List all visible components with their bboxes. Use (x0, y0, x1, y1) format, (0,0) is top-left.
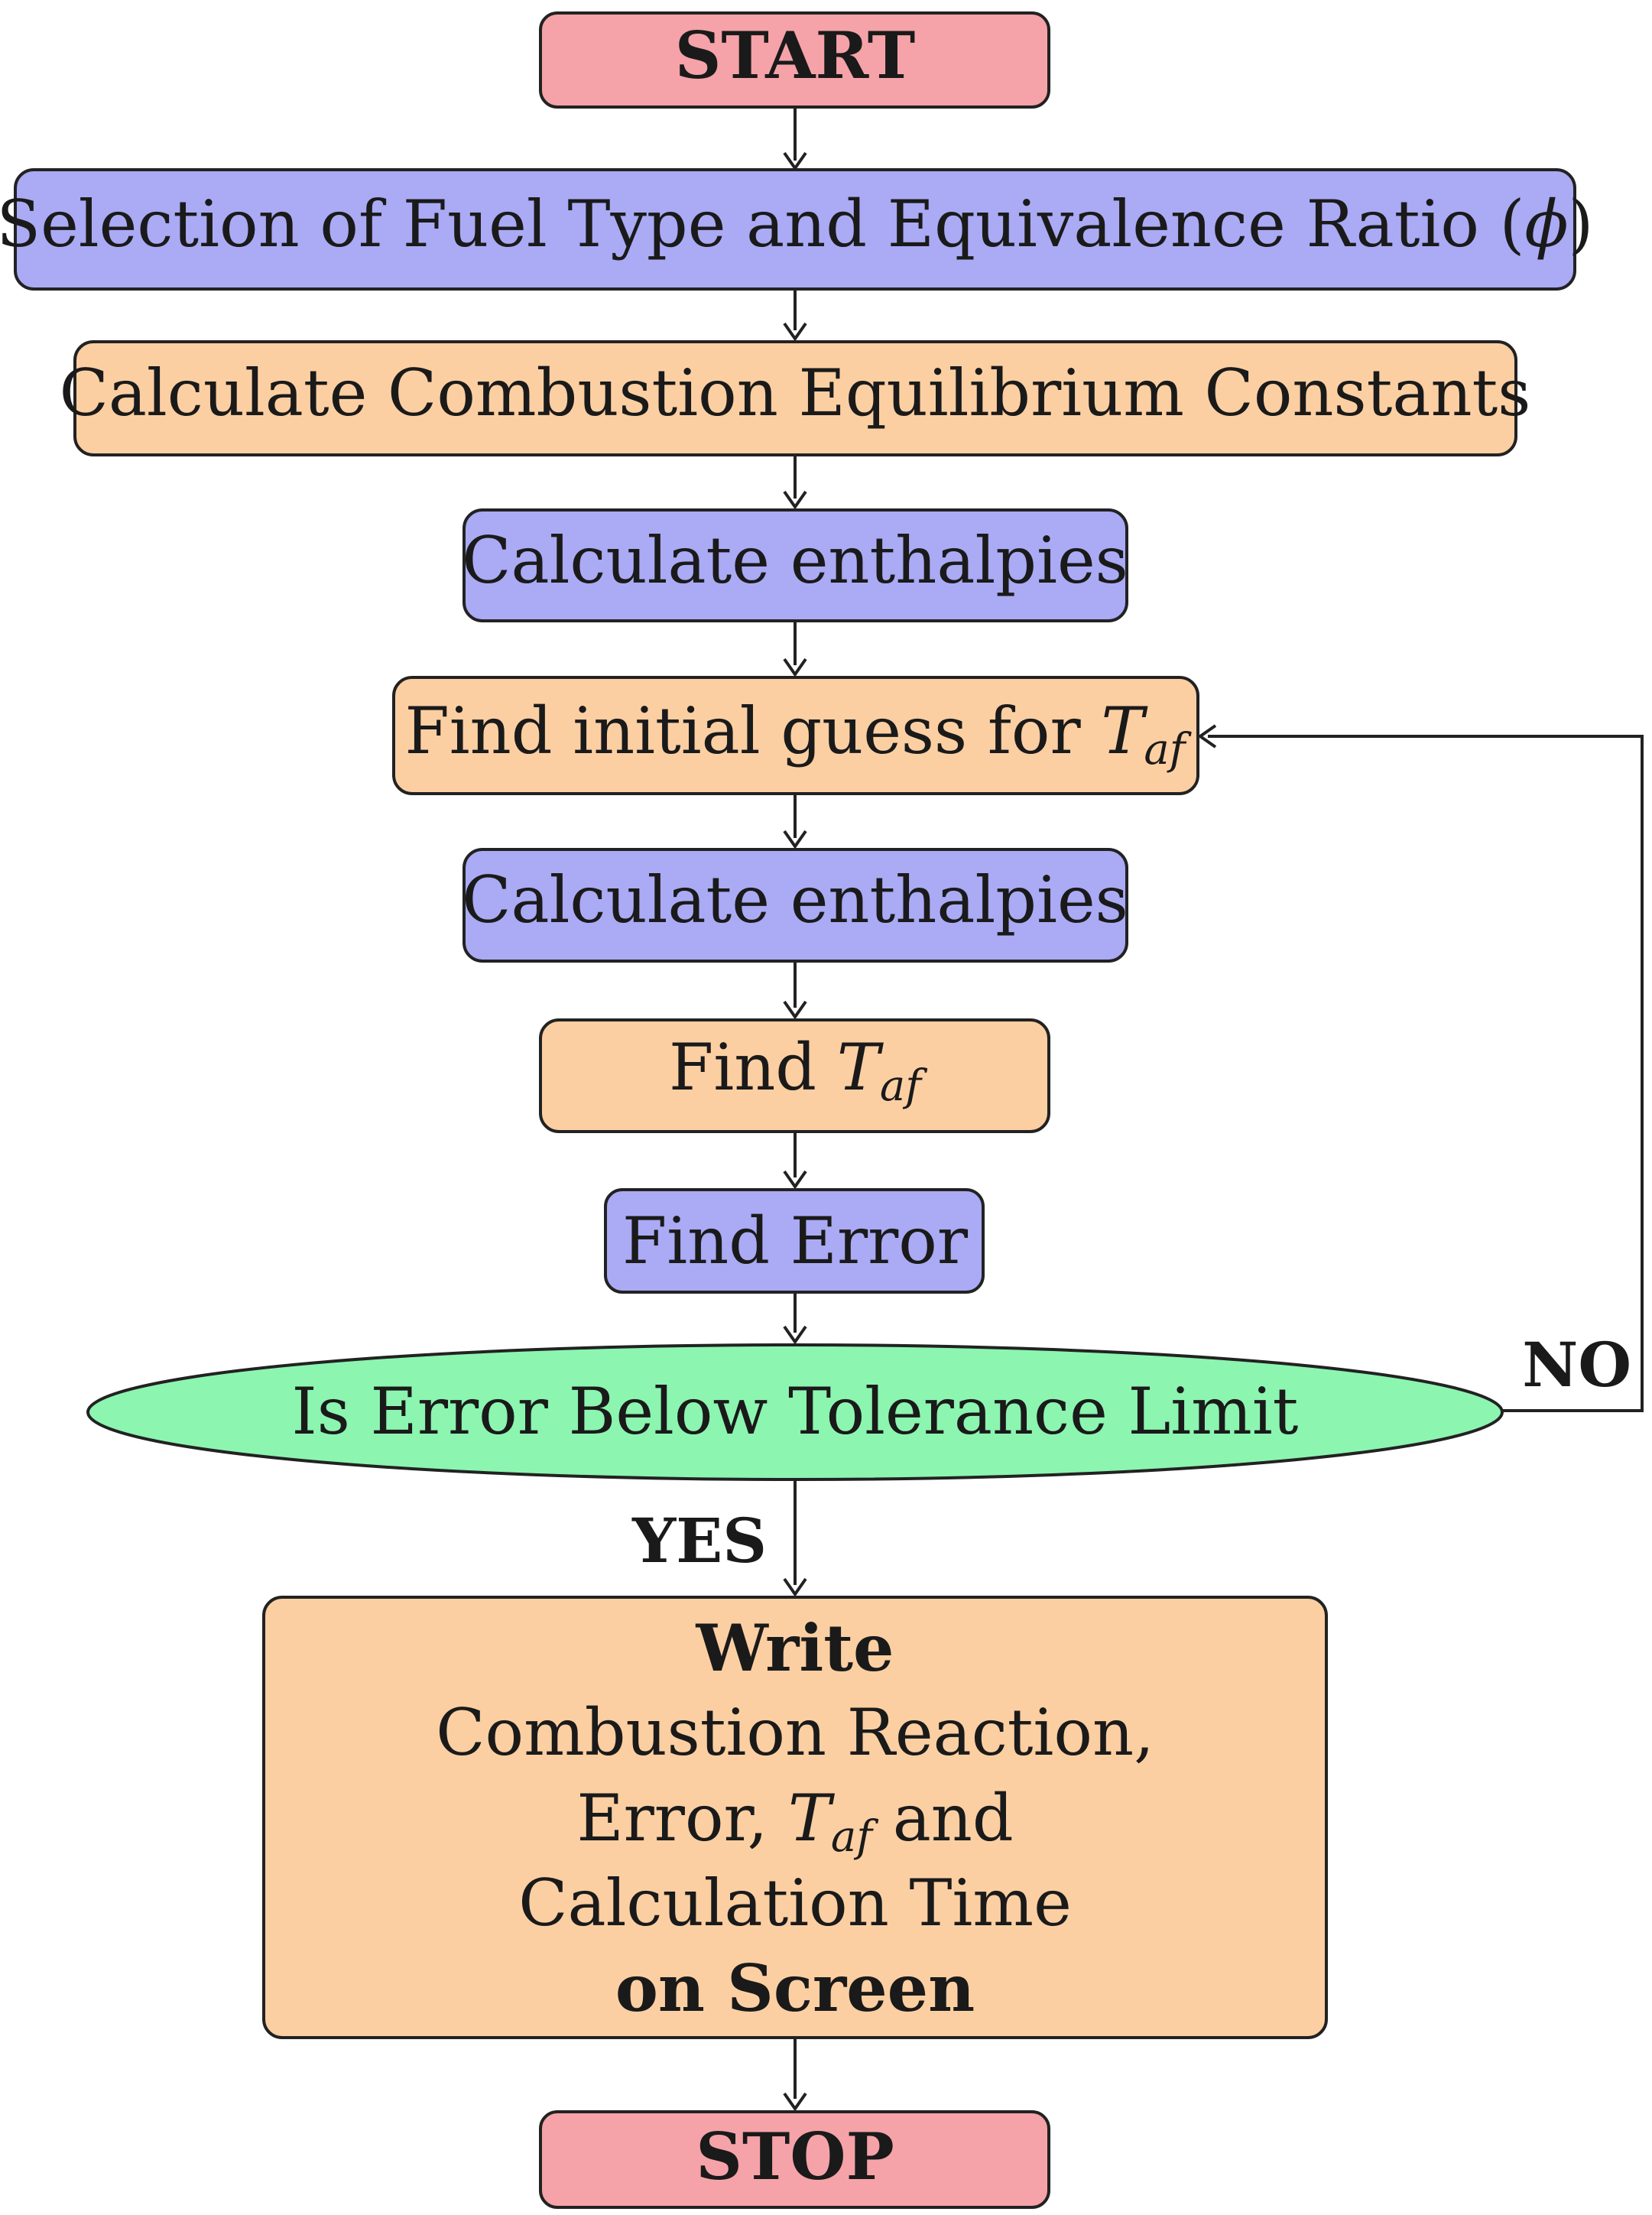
node-calc-constants: Calculate Combustion Equilibrium Constan… (60, 340, 1531, 456)
edges (783, 109, 1644, 2112)
edge-find-error-to-decision (783, 1292, 807, 1345)
write-line-3: Error, Taf and (576, 1781, 1013, 1862)
node-calc-enthalpies-1: Calculate enthalpies (462, 508, 1128, 622)
edge-start-to-select (783, 109, 807, 171)
node-stop: STOP (539, 2110, 1050, 2209)
find-taf-label: Find Taf (669, 1030, 928, 1111)
node-select-fuel: Selection of Fuel Type and Equivalence R… (0, 168, 1593, 291)
edge-find-taf-to-find-error (783, 1132, 807, 1190)
calc-enthalpies-1-label: Calculate enthalpies (462, 523, 1128, 598)
node-start: START (539, 11, 1050, 109)
stop-label: STOP (696, 2119, 894, 2194)
node-find-error: Find Error (604, 1188, 985, 1294)
no-label: NO (1522, 1329, 1631, 1401)
node-initial-guess: Find initial guess for Taf (392, 676, 1199, 795)
calc-enthalpies-2-label: Calculate enthalpies (462, 862, 1128, 937)
edge-constants-to-enthalpies-1 (783, 455, 807, 510)
write-line-5: on Screen (615, 1950, 975, 2026)
select-fuel-label: Selection of Fuel Type and Equivalence R… (0, 187, 1593, 261)
node-write-output: Write Combustion Reaction, Error, Taf an… (262, 1596, 1328, 2039)
node-calc-enthalpies-2: Calculate enthalpies (462, 848, 1128, 963)
write-line-4: Calculation Time (518, 1866, 1072, 1941)
edge-select-to-constants (783, 289, 807, 342)
node-decision: Is Error Below Tolerance Limit (86, 1343, 1504, 1481)
decision-label: Is Error Below Tolerance Limit (292, 1374, 1299, 1449)
edge-decision-no-loop (1197, 724, 1644, 1412)
initial-guess-label: Find initial guess for Taf (405, 693, 1193, 775)
node-find-taf: Find Taf (539, 1018, 1050, 1133)
write-line-2: Combustion Reaction, (436, 1695, 1154, 1770)
find-error-label: Find Error (622, 1203, 969, 1278)
edge-decision-yes (783, 1479, 807, 1597)
write-line-1: Write (696, 1610, 894, 1686)
edge-enthalpies-1-to-guess (783, 621, 807, 677)
calc-constants-label: Calculate Combustion Equilibrium Constan… (60, 356, 1531, 430)
yes-label: YES (631, 1505, 767, 1577)
edge-write-to-stop (783, 2038, 807, 2112)
start-label: START (675, 18, 916, 93)
edge-guess-to-enthalpies-2 (783, 794, 807, 849)
edge-enthalpies-2-to-find-taf (783, 961, 807, 1020)
